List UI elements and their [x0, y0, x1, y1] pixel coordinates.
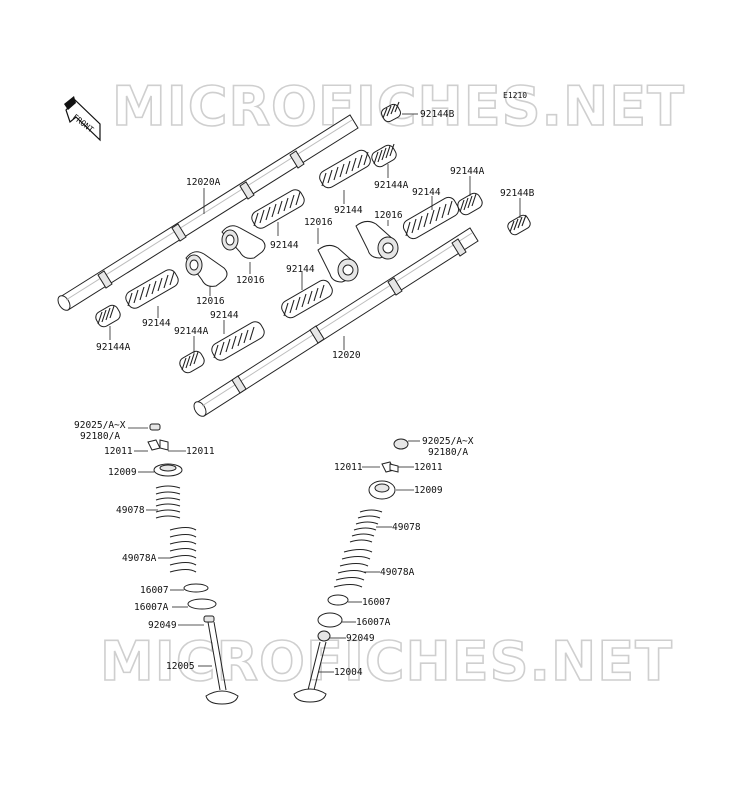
spring-92144a-left [95, 304, 121, 328]
label-12011-right1: 12011 [334, 462, 363, 473]
label-92144a-up: 92144A [374, 180, 409, 191]
label-92144-lower: 92144 [142, 318, 171, 329]
spring-92144-left [125, 269, 179, 309]
spring-92144a-low [179, 350, 205, 374]
label-92025-left: 92025/A~X [74, 420, 126, 431]
label-12020: 12020 [332, 350, 361, 361]
label-12011-right2: 12011 [414, 462, 443, 473]
label-92025-right: 92025/A~X [422, 436, 474, 447]
label-92144a-low: 92144A [96, 342, 131, 353]
rocker-arm-12016-r [355, 220, 399, 260]
label-16007-right: 16007 [362, 597, 391, 608]
watermark-bottom: MICROFICHES.NET [100, 630, 673, 693]
spring-92144-midlow [211, 321, 265, 361]
spring-92144a-up [371, 143, 397, 168]
rocker-arm-12016-l [185, 251, 228, 287]
label-92144-left: 92144 [286, 264, 315, 275]
label-92144-mid: 92144 [270, 240, 299, 251]
watermark-top: MICROFICHES.NET [112, 75, 685, 138]
label-92049-right: 92049 [346, 633, 375, 644]
label-92144b-top: 92144B [420, 109, 455, 120]
diagram-code: E1210 [503, 91, 527, 100]
label-12016-l: 12016 [236, 275, 265, 286]
label-12011-left1: 12011 [104, 446, 133, 457]
camshaft-12020a [57, 114, 359, 311]
label-92144-right: 92144 [412, 187, 441, 198]
label-12004: 12004 [334, 667, 363, 678]
label-12005: 12005 [166, 661, 195, 672]
spring-92144-mid [251, 189, 305, 229]
spring-92144b-top [381, 101, 401, 123]
label-92144b-right: 92144B [500, 188, 535, 199]
valve-assembly-right [293, 438, 409, 703]
valve-assembly-left [147, 423, 239, 705]
label-12009-left: 12009 [108, 467, 137, 478]
label-49078a-right: 49078A [380, 567, 415, 578]
label-49078a-left: 49078A [122, 553, 157, 564]
spring-92144-right [402, 196, 460, 240]
label-92144-up: 92144 [334, 205, 363, 216]
label-12011-left2: 12011 [186, 446, 215, 457]
label-92144a-left: 92144A [174, 326, 209, 337]
label-12016-r: 12016 [374, 210, 403, 221]
label-49078-left: 49078 [116, 505, 145, 516]
front-arrow-icon: FRONT [64, 96, 101, 142]
label-16007a-right: 16007A [356, 617, 391, 628]
rocker-arm-12016-c [221, 225, 266, 259]
spring-92144b-right [507, 214, 531, 236]
label-49078-right: 49078 [392, 522, 421, 533]
label-12016-m: 12016 [196, 296, 225, 307]
label-92144-midlow: 92144 [210, 310, 239, 321]
label-92180-left: 92180/A [80, 431, 120, 442]
label-92180-right: 92180/A [428, 447, 468, 458]
label-16007-left: 16007 [140, 585, 169, 596]
label-16007a-left: 16007A [134, 602, 169, 613]
camshaft-12020 [193, 227, 479, 417]
label-12020a: 12020A [186, 177, 221, 188]
spring-92144-up [319, 149, 371, 189]
label-92144a-upright: 92144A [450, 166, 485, 177]
label-12009-right: 12009 [414, 485, 443, 496]
rocker-arm-12016-m [317, 244, 359, 283]
spring-92144a-upright [457, 192, 483, 216]
spring-92144-lower [281, 279, 333, 319]
label-92049-left: 92049 [148, 620, 177, 631]
label-12016-c: 12016 [304, 217, 333, 228]
